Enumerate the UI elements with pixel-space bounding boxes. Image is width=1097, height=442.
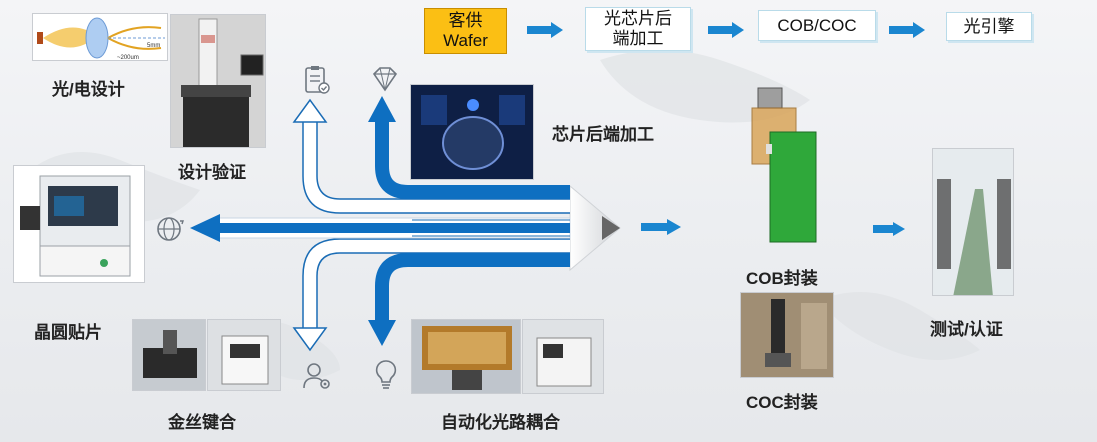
solid-arrow-down-head: [368, 320, 396, 346]
label-chip-backend: 芯片后端加工: [552, 125, 654, 144]
chip-backend-photo: [410, 84, 534, 180]
globe-icon: [157, 217, 184, 241]
outline-arrow-down: [302, 238, 570, 330]
solid-arrow-up: [375, 120, 570, 199]
flow-step-engine: 光引擎: [946, 12, 1032, 41]
label-auto-coupling: 自动化光路耦合: [441, 413, 560, 432]
label-die-attach: 晶圆贴片: [34, 323, 102, 342]
flow-step-wafer: 客供 Wafer: [424, 8, 507, 54]
arrow-to-cob: [641, 219, 681, 235]
solid-arrow-down: [375, 253, 570, 322]
cob-package-image: [751, 87, 817, 243]
outline-arrow-up-head: [292, 98, 328, 123]
flow-step-wafer-line1: 客供: [448, 11, 483, 30]
solid-arrow-up-head: [368, 96, 396, 122]
coc-package-photo: [740, 292, 834, 378]
label-design-verify: 设计验证: [178, 163, 246, 182]
flow-step-cob-coc: COB/COC: [758, 10, 876, 41]
design-verify-photo: [170, 14, 266, 148]
auto-coupling-photo-1: [411, 319, 521, 394]
optical-design-diagram: 5mm ~200um: [32, 13, 168, 61]
outline-arrow-down-head: [292, 327, 328, 352]
flow-arrow-1: [527, 22, 563, 38]
center-arrow-head: [190, 214, 220, 242]
test-cert-photo: [932, 148, 1014, 296]
outline-arrow-up: [302, 120, 570, 214]
convergence-point: [602, 216, 620, 240]
checklist-icon: [305, 66, 330, 94]
label-wire-bond: 金丝键合: [168, 413, 236, 432]
flow-step-wafer-line2: Wafer: [443, 31, 488, 50]
flow-step-cob-coc-label: COB/COC: [777, 15, 857, 35]
wire-bond-photo-1: [132, 319, 206, 391]
center-arrow-body: [218, 223, 570, 233]
process-arrows: [190, 96, 621, 352]
flow-arrow-3: [889, 22, 925, 38]
lightbulb-icon: [375, 360, 397, 389]
diamond-icon: [372, 67, 398, 92]
flow-step-backend: 光芯片后 端加工: [585, 7, 691, 51]
wire-bond-photo-2: [207, 319, 281, 391]
label-optical-design: 光/电设计: [52, 80, 125, 99]
user-gear-icon: [303, 363, 330, 389]
flow-arrow-2: [708, 22, 744, 38]
scale-text-2: ~200um: [117, 55, 139, 61]
flow-step-backend-line2: 端加工: [612, 29, 664, 48]
flow-step-engine-label: 光引擎: [963, 16, 1015, 36]
arrow-to-test: [873, 222, 905, 236]
die-attach-photo: [13, 165, 145, 283]
label-coc-package: COC封装: [746, 393, 818, 412]
outline-arrow-up-fill: [303, 120, 570, 213]
outline-arrow-down-fill: [303, 239, 570, 330]
label-cob-package: COB封装: [746, 269, 818, 288]
flow-step-backend-line1: 光芯片后: [604, 9, 672, 28]
auto-coupling-photo-2: [522, 319, 604, 394]
scale-text: 5mm: [147, 43, 160, 49]
label-test-cert: 测试/认证: [930, 320, 1003, 339]
laser-source-icon: [37, 32, 43, 44]
